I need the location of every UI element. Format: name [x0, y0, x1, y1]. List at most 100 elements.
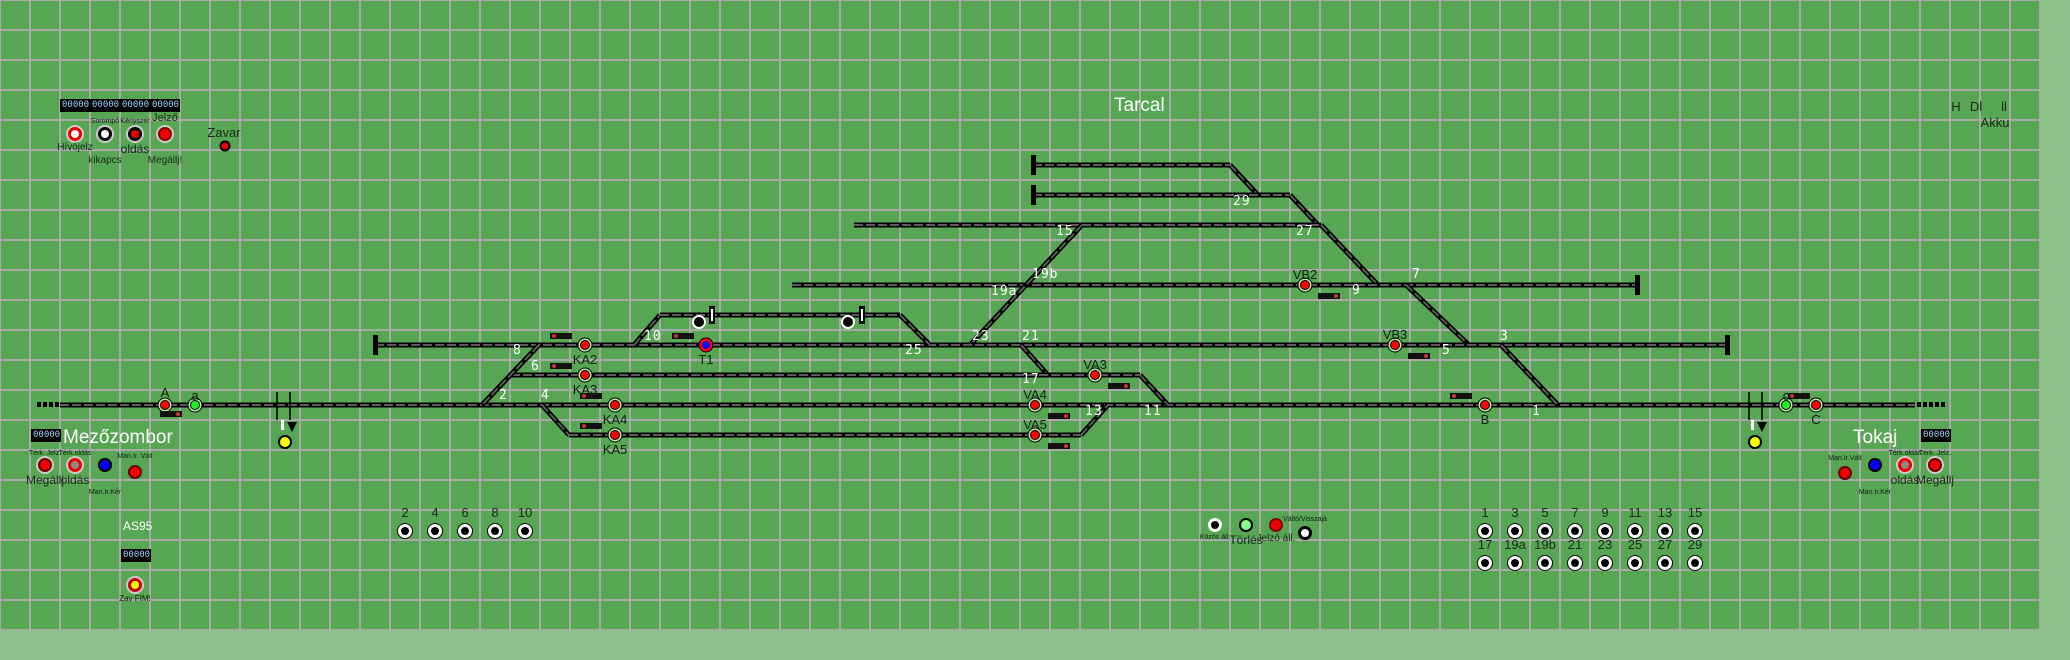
signal-c-lamp: [1811, 400, 1821, 410]
switch-button[interactable]: [1538, 524, 1552, 538]
common-stop-button[interactable]: [1208, 518, 1222, 532]
signal-head-lamp: [176, 412, 180, 416]
button-label: Jelző: [152, 112, 178, 124]
switch-label: 21: [1022, 329, 1040, 344]
switch-button[interactable]: [488, 524, 502, 538]
call-signal-button[interactable]: [68, 127, 82, 141]
switch-button[interactable]: [518, 524, 532, 538]
track-segment: [481, 344, 540, 406]
route-stop-button[interactable]: [38, 458, 52, 472]
switch-button-label: 4: [431, 505, 439, 520]
switch-button-label: 21: [1567, 537, 1583, 552]
button-label: kikapcs: [88, 155, 122, 166]
signal-label-b: B: [1480, 412, 1490, 427]
route-release-button[interactable]: [68, 458, 82, 472]
clear-button[interactable]: [1239, 518, 1253, 532]
signal-label-a: A: [160, 385, 170, 400]
shunt-signal[interactable]: [692, 315, 706, 329]
signal-label-ka2: KA2: [572, 352, 598, 367]
buffer-stop: [1725, 335, 1730, 355]
buffer-stop: [1635, 275, 1640, 295]
button-label: Megállj!: [147, 155, 183, 166]
track-continuation: [49, 402, 53, 407]
button-label: Zav FIM!: [119, 594, 151, 603]
switch-button[interactable]: [1508, 524, 1522, 538]
signal-head-lamp: [1424, 354, 1428, 358]
switch-button[interactable]: [1688, 556, 1702, 570]
switch-button-label: 1: [1481, 505, 1489, 520]
switch-label: 25: [905, 343, 923, 358]
switch-label: 4: [541, 388, 550, 403]
shunt-signal[interactable]: [841, 315, 855, 329]
switch-button[interactable]: [458, 524, 472, 538]
switch-button[interactable]: [1598, 524, 1612, 538]
switch-button[interactable]: [428, 524, 442, 538]
level-crossing-signal[interactable]: [1748, 435, 1762, 449]
switch-label: 13: [1085, 404, 1103, 419]
switch-button-label: 11: [1628, 505, 1642, 520]
switch-button-label: 5: [1541, 505, 1549, 520]
direction-change-button[interactable]: [1838, 466, 1852, 480]
switch-button[interactable]: [1568, 524, 1582, 538]
crossing-barrier-icon: [1751, 420, 1754, 430]
switch-button-label: 23: [1597, 537, 1613, 552]
signal-head-icon: [580, 423, 602, 429]
switch-label: 10: [644, 329, 662, 344]
switch-return-button[interactable]: [1298, 526, 1312, 540]
track-continuation: [1941, 402, 1945, 407]
station-title: Tarcal: [1114, 95, 1165, 116]
switch-button[interactable]: [1688, 524, 1702, 538]
switch-button[interactable]: [1628, 556, 1642, 570]
switch-button[interactable]: [1478, 524, 1492, 538]
switch-button[interactable]: [1538, 556, 1552, 570]
signal-head-icon: [1450, 393, 1472, 399]
switch-button[interactable]: [1628, 524, 1642, 538]
switch-label: 19b: [1032, 267, 1059, 282]
switch-button-label: 8: [491, 505, 499, 520]
switch-button-label: 17: [1477, 537, 1493, 552]
signal-va5-lamp: [1030, 430, 1040, 440]
switch-button[interactable]: [1658, 556, 1672, 570]
button-label: Jelző áll.: [1256, 533, 1296, 544]
route-release-button[interactable]: [1898, 458, 1912, 472]
forced-release-button[interactable]: [128, 127, 142, 141]
track-continuation: [55, 402, 59, 407]
signal-va4-lamp: [1030, 400, 1040, 410]
signal-head-lamp: [582, 394, 586, 398]
switch-button[interactable]: [1658, 524, 1672, 538]
route-stop-button[interactable]: [1928, 458, 1942, 472]
switch-button[interactable]: [1478, 556, 1492, 570]
fault-fim-button[interactable]: [128, 578, 142, 592]
fault-indicator[interactable]: [219, 140, 231, 152]
signal-va3-lamp: [1090, 370, 1100, 380]
switch-button-label: 2: [401, 505, 409, 520]
signal-ka2-lamp: [580, 340, 590, 350]
signal-head-lamp: [582, 424, 586, 428]
right-station-name: Tokaj: [1853, 427, 1898, 448]
switch-button[interactable]: [1568, 556, 1582, 570]
switch-button[interactable]: [398, 524, 412, 538]
direction-request-button[interactable]: [98, 458, 112, 472]
switch-label: 2: [499, 388, 508, 403]
direction-change-button[interactable]: [128, 465, 142, 479]
switch-button-label: 6: [461, 505, 469, 520]
signal-head-icon: [672, 333, 694, 339]
signal-head-icon: [550, 333, 572, 339]
signal-stop-all-button[interactable]: [1269, 518, 1283, 532]
signal-stop-button[interactable]: [158, 127, 172, 141]
signal-head-lamp: [674, 334, 678, 338]
button-label: Megállj: [1915, 473, 1955, 487]
switch-label: 6: [531, 359, 540, 374]
barrier-off-button[interactable]: [98, 127, 112, 141]
switch-button-label: 7: [1571, 505, 1579, 520]
switch-label: 23: [972, 329, 990, 344]
level-crossing-signal[interactable]: [278, 435, 292, 449]
track-continuation: [1935, 402, 1939, 407]
switch-button-label: 10: [517, 505, 533, 520]
direction-request-button[interactable]: [1868, 458, 1882, 472]
signal-a-lamp: [160, 400, 170, 410]
signal-vb2-lamp: [1300, 280, 1310, 290]
switch-button[interactable]: [1598, 556, 1612, 570]
switch-button[interactable]: [1508, 556, 1522, 570]
counter: 00000: [121, 549, 151, 562]
